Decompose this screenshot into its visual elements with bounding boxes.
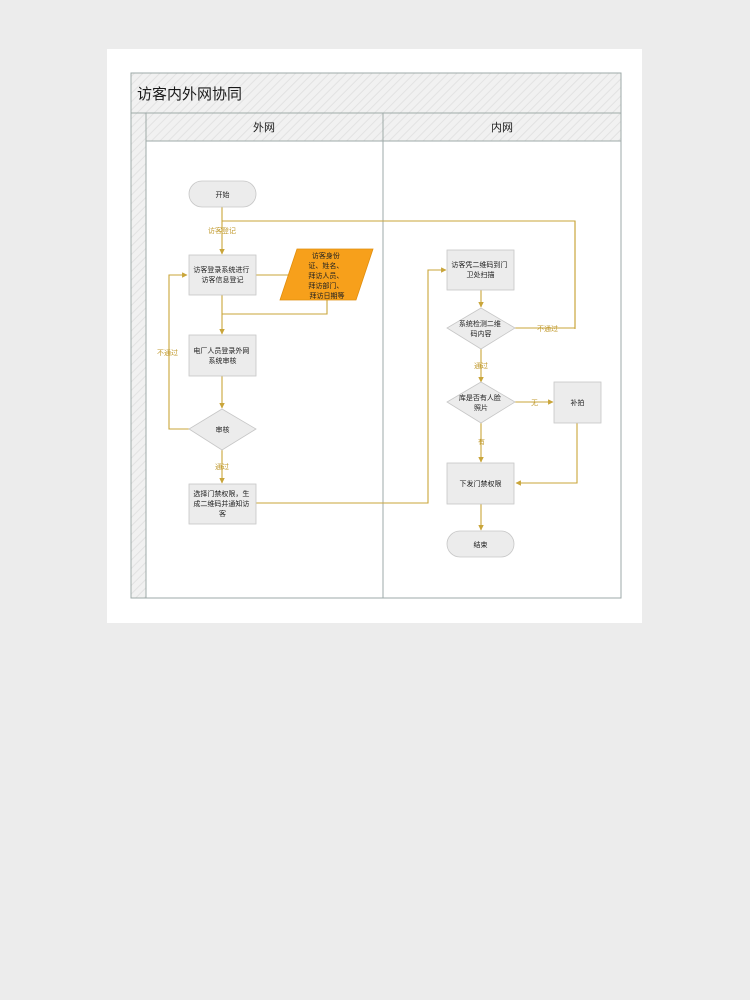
node-retake-label: 补拍 — [571, 398, 585, 407]
diagram-title: 访客内外网协同 — [137, 85, 242, 103]
node-staff-review-label: 电厂人员登录外网 系统审核 — [193, 346, 251, 365]
edge-info-return — [222, 299, 328, 315]
node-select-permission-label: 选择门禁权限，生 成二维码并通知访 客 — [193, 489, 251, 518]
node-start[interactable]: 开始 — [188, 180, 257, 208]
lane-header-outer: 外网 — [253, 121, 275, 134]
node-face-photo[interactable]: 库是否有人脸 照片 — [446, 381, 516, 424]
node-scan-qr[interactable]: 访客凭二维码到门 卫处扫描 — [446, 249, 515, 291]
node-scan-qr-label: 访客凭二维码到门 卫处扫描 — [451, 260, 509, 279]
node-visitor-info[interactable]: 访客身份 证、姓名、 拜访人员、 拜访部门、 拜访日期等 — [279, 248, 374, 301]
edge-labels: 访客登记 不通过 通过 不通过 通过 无 有 — [157, 226, 558, 471]
node-register-label: 访客登录系统进行 访客信息登记 — [193, 265, 251, 284]
edge-label-visitor-register: 访客登记 — [208, 226, 236, 235]
edge-label-pass-inner: 通过 — [474, 361, 488, 370]
node-check-qr-label: 系统检测二维 码内容 — [459, 319, 503, 338]
edge-permission-scan — [256, 267, 447, 504]
edge-retake-issue — [515, 423, 578, 486]
edge-label-yes: 有 — [478, 437, 485, 446]
node-start-label: 开始 — [216, 190, 230, 199]
edge-label-no: 无 — [531, 399, 538, 407]
edge-audit-reject — [168, 272, 189, 430]
node-face-photo-label: 库是否有人脸 照片 — [459, 393, 503, 412]
edge-label-reject-outer: 不通过 — [157, 348, 178, 357]
node-end-label: 结束 — [474, 540, 488, 549]
node-retake[interactable]: 补拍 — [553, 381, 602, 424]
node-audit[interactable]: 审核 — [188, 408, 257, 451]
diagram-sheet: 访客内外网协同 外网 内网 访客登记 不通过 通过 不通过 通过 无 有 开始 — [107, 49, 642, 623]
flow-edges — [168, 207, 578, 531]
node-visitor-info-label: 访客身份 证、姓名、 拜访人员、 拜访部门、 拜访日期等 — [308, 251, 345, 300]
edge-label-pass-outer: 通过 — [215, 462, 229, 471]
node-issue-permission-label: 下发门禁权限 — [460, 479, 502, 488]
node-issue-permission[interactable]: 下发门禁权限 — [446, 462, 515, 505]
node-check-qr[interactable]: 系统检测二维 码内容 — [446, 307, 516, 350]
node-select-permission[interactable]: 选择门禁权限，生 成二维码并通知访 客 — [188, 483, 257, 525]
edge-check-reject — [515, 221, 576, 329]
flowchart: 访客内外网协同 外网 内网 访客登记 不通过 通过 不通过 通过 无 有 开始 — [130, 72, 622, 599]
lane-header-inner: 内网 — [491, 120, 513, 134]
node-register[interactable]: 访客登录系统进行 访客信息登记 — [188, 254, 257, 296]
node-audit-label: 审核 — [216, 425, 230, 434]
swimlane-pool — [130, 72, 622, 599]
node-end[interactable]: 结束 — [446, 530, 515, 558]
edge-label-reject-inner: 不通过 — [537, 324, 558, 333]
node-staff-review[interactable]: 电厂人员登录外网 系统审核 — [188, 334, 257, 377]
